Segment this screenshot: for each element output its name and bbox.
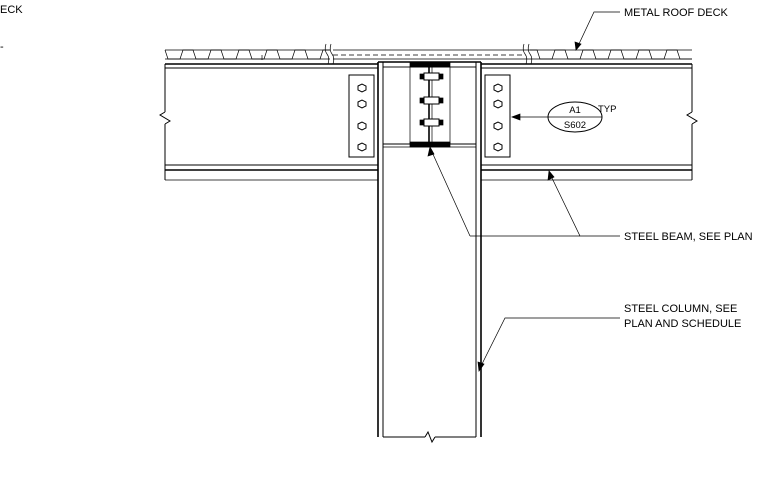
deck-break-right <box>522 43 533 65</box>
steel-beam-right <box>481 63 698 181</box>
detail-sheet: S602 <box>564 120 586 131</box>
roof-deck-left <box>164 49 330 60</box>
cropped-text-line1: ECK <box>0 4 23 16</box>
steel-beam-left <box>159 63 378 181</box>
bolt-icon <box>493 83 503 152</box>
bolt-icon <box>357 83 367 152</box>
roof-deck-right <box>525 49 692 60</box>
roof-deck-dashed <box>333 49 525 60</box>
callout-metal-roof-deck: METAL ROOF DECK <box>624 7 729 19</box>
leader-metal-roof-deck <box>574 11 620 51</box>
callout-steel-beam: STEEL BEAM, SEE PLAN <box>624 231 753 243</box>
center-web-bolts <box>419 67 444 144</box>
detail-number: A1 <box>569 105 581 116</box>
cap-plate <box>382 61 477 148</box>
cropped-text-line2: - <box>0 41 4 53</box>
leader-steel-column <box>477 317 620 372</box>
detail-reference-tag <box>547 101 603 133</box>
callout-steel-column-line1: STEEL COLUMN, SEE <box>624 303 737 315</box>
detail-typ-label: TYP <box>598 104 616 115</box>
shear-plate-right <box>484 74 511 158</box>
leader-detail-tag <box>511 113 548 121</box>
callout-steel-column-line2: PLAN AND SCHEDULE <box>624 318 741 330</box>
deck-break-left <box>324 43 335 65</box>
leader-steel-beam <box>427 146 620 237</box>
shear-plate-left <box>348 74 375 158</box>
